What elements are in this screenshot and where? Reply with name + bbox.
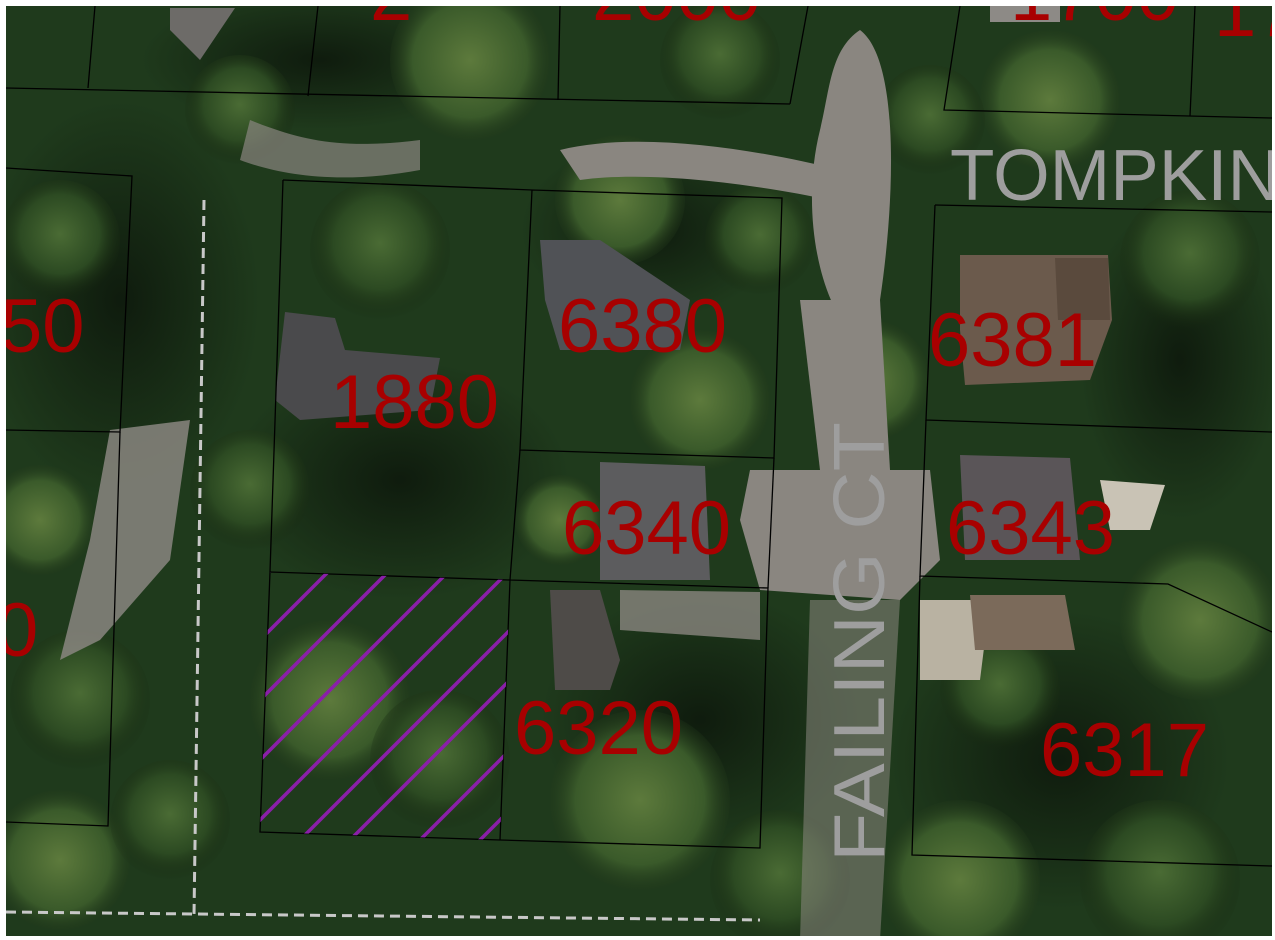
address-label-partial-0: 0 [0,588,38,673]
address-label-6340: 6340 [562,486,731,571]
parcel-boundaries [6,6,1272,867]
right-of-way-lines [6,199,761,922]
address-label-partial-top-1: 2 [370,0,412,37]
address-label-6317: 6317 [1040,708,1209,793]
address-label-6381: 6381 [928,298,1097,383]
address-label-partial-top-2: 2000 [592,0,761,37]
address-label-6320: 6320 [514,686,683,771]
address-label-partial-50: 50 [0,284,85,369]
rooftops [170,6,1112,690]
street-label-tompkins: TOMPKIN [950,136,1275,216]
roads [60,30,1165,936]
hatched-parcel[interactable] [240,550,640,860]
address-label-6380: 6380 [558,284,727,369]
street-label-failing: FAILING CT [820,422,900,862]
address-label-1880: 1880 [330,360,499,445]
address-label-partial-top-4: 17 [1214,0,1275,53]
address-label-6343: 6343 [946,486,1115,571]
address-label-partial-top-3: 1700 [1010,0,1179,37]
